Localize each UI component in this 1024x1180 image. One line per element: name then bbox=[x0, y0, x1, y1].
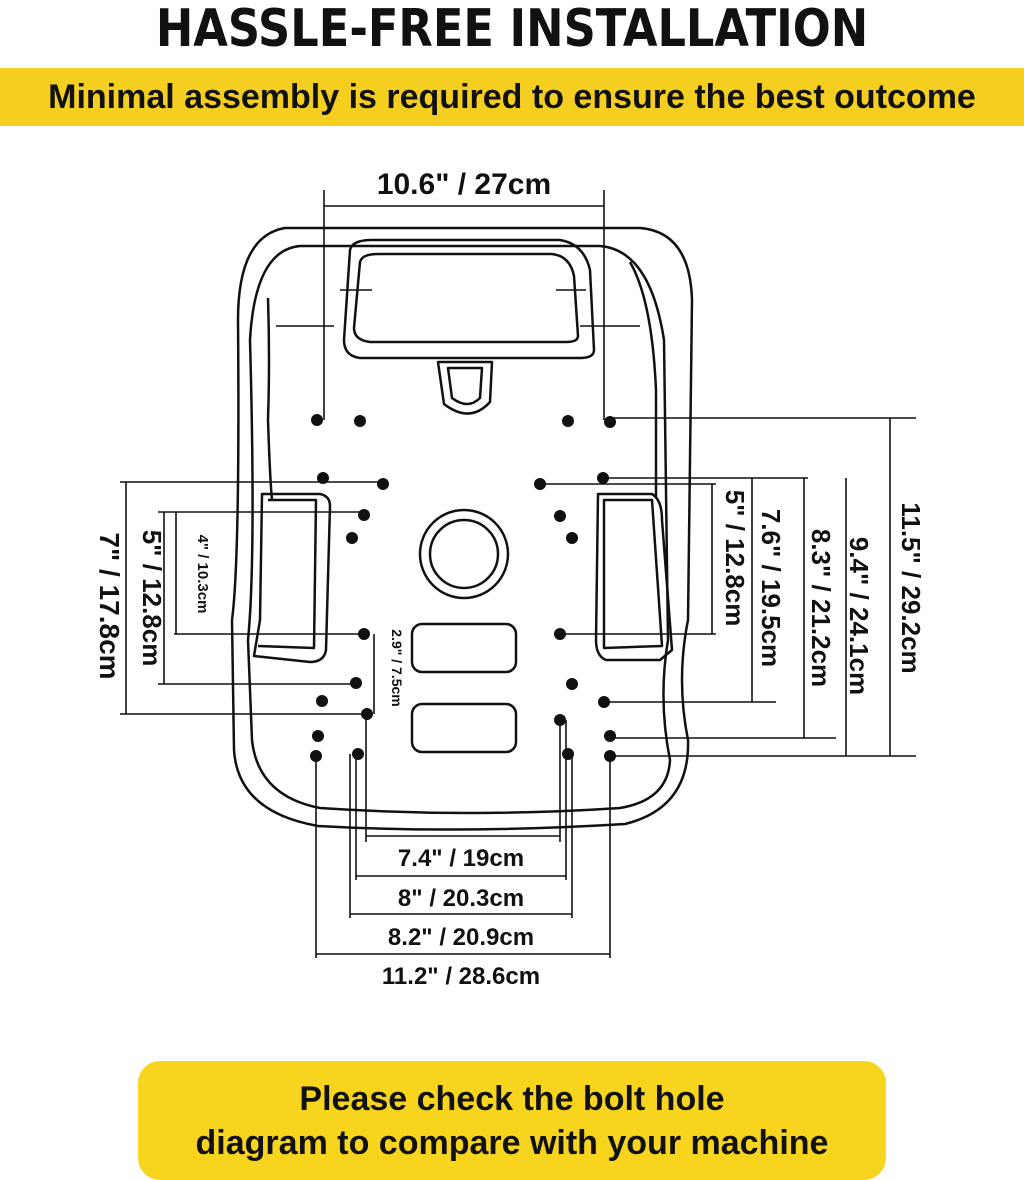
handle-outer bbox=[342, 238, 596, 360]
dim-bottom-4: 11.2" / 28.6cm bbox=[382, 963, 540, 990]
note-line-1: Please check the bolt hole bbox=[299, 1079, 725, 1118]
bolt-hole bbox=[311, 414, 323, 426]
right-pocket bbox=[594, 492, 674, 662]
center-knob-inner bbox=[428, 518, 500, 590]
seat-bolt-diagram: 10.6" / 27cm 7" / 17.8cm 5" / 12.8cm 4" … bbox=[94, 168, 926, 990]
bolt-hole bbox=[377, 478, 389, 490]
bolt-hole bbox=[317, 472, 329, 484]
dim-bottom-2: 8" / 20.3cm bbox=[398, 885, 524, 912]
bolt-hole bbox=[566, 678, 578, 690]
dim-top-width: 10.6" / 27cm bbox=[377, 168, 551, 201]
bolt-hole bbox=[534, 478, 546, 490]
bolt-hole bbox=[310, 750, 322, 762]
bolt-hole bbox=[358, 509, 370, 521]
page-title: HASSLE-FREE INSTALLATION bbox=[155, 0, 869, 59]
bolt-holes bbox=[310, 414, 616, 762]
bolt-hole bbox=[346, 532, 358, 544]
bolt-hole bbox=[312, 730, 324, 742]
handle-inner bbox=[352, 252, 580, 344]
dim-right-2: 7.6" / 19.5cm bbox=[756, 509, 786, 667]
dim-right-3: 8.3" / 21.2cm bbox=[806, 529, 836, 687]
bolt-hole bbox=[604, 750, 616, 762]
bolt-hole bbox=[597, 472, 609, 484]
bolt-hole bbox=[554, 510, 566, 522]
bolt-hole bbox=[604, 730, 616, 742]
bolt-hole bbox=[350, 677, 362, 689]
bolt-hole bbox=[562, 415, 574, 427]
bolt-hole bbox=[562, 748, 574, 760]
seat-inner-outline bbox=[246, 244, 672, 815]
dim-left-outer: 7" / 17.8cm bbox=[94, 532, 125, 679]
bolt-hole bbox=[316, 695, 328, 707]
dim-right-5: 11.5" / 29.2cm bbox=[896, 502, 926, 673]
left-pocket bbox=[252, 492, 332, 664]
dim-bottom-3: 8.2" / 20.9cm bbox=[388, 924, 534, 951]
dim-right-1: 5" / 12.8cm bbox=[720, 490, 750, 627]
center-knob-outer bbox=[418, 508, 510, 600]
dim-left-inner: 4" / 10.3cm bbox=[194, 535, 211, 614]
bolt-hole bbox=[361, 708, 373, 720]
bolt-hole bbox=[554, 628, 566, 640]
bolt-hole bbox=[598, 696, 610, 708]
dim-left-mid: 5" / 12.8cm bbox=[137, 530, 167, 667]
subtitle-banner: Minimal assembly is required to ensure t… bbox=[0, 68, 1024, 126]
seat-outline bbox=[230, 226, 694, 831]
bolt-hole bbox=[566, 532, 578, 544]
note-line-2: diagram to compare with your machine bbox=[195, 1123, 829, 1162]
bolt-hole bbox=[352, 748, 364, 760]
latch bbox=[436, 360, 494, 415]
dim-center-small: 2.9" / 7.5cm bbox=[389, 629, 405, 706]
dim-bottom-1: 7.4" / 19cm bbox=[398, 845, 524, 872]
dim-right-4: 9.4" / 24.1cm bbox=[844, 537, 874, 695]
bolt-hole bbox=[354, 415, 366, 427]
bolt-hole bbox=[604, 416, 616, 428]
check-note-box: Please check the bolt hole diagram to co… bbox=[138, 1061, 886, 1180]
bolt-hole bbox=[554, 714, 566, 726]
slot-lower bbox=[410, 702, 518, 754]
bolt-hole bbox=[358, 628, 370, 640]
slot-upper bbox=[410, 622, 518, 674]
